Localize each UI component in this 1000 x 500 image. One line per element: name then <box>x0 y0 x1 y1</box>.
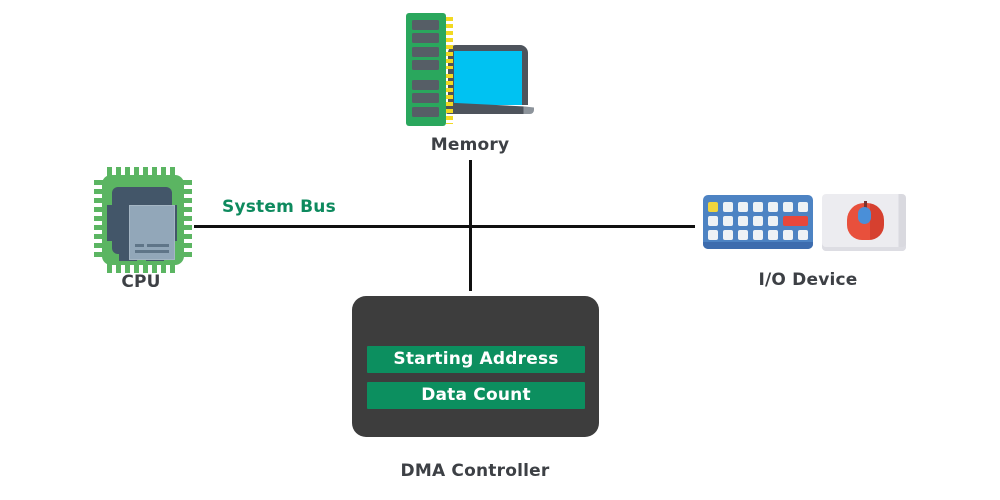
dma-register-starting-address: Starting Address <box>367 346 585 373</box>
keyboard-key <box>783 230 793 240</box>
system-bus-horizontal-line <box>194 225 695 228</box>
keyboard-key <box>768 202 778 212</box>
system-bus-label: System Bus <box>222 197 336 217</box>
ram-chip <box>412 107 439 117</box>
cpu-die <box>112 187 175 260</box>
keyboard-key <box>753 202 763 212</box>
keyboard-key <box>723 202 733 212</box>
keyboard-key <box>768 216 778 226</box>
cpu-label: CPU <box>121 272 161 292</box>
keyboard-key <box>708 202 718 212</box>
ram-chip <box>412 80 439 90</box>
cpu-icon <box>102 175 184 265</box>
ram-chip <box>412 93 439 103</box>
cpu-pins <box>107 264 179 273</box>
keyboard-key <box>738 230 748 240</box>
keyboard-enter-key <box>783 216 808 226</box>
ram-chip <box>412 60 439 70</box>
keyboard-key <box>738 202 748 212</box>
mouse-scroll-wheel <box>858 207 871 224</box>
keyboard-key <box>768 230 778 240</box>
laptop-screen <box>454 51 522 105</box>
keyboard-key <box>798 230 808 240</box>
io-device-label: I/O Device <box>758 270 858 290</box>
cpu-screen <box>129 205 175 260</box>
laptop-base <box>446 102 534 114</box>
keyboard-key <box>723 230 733 240</box>
ram-pins <box>446 17 453 69</box>
keyboard-key <box>708 230 718 240</box>
cpu-pins <box>183 180 192 260</box>
keyboard-key <box>753 216 763 226</box>
keyboard-key <box>783 202 793 212</box>
dma-register-data-count: Data Count <box>367 382 585 409</box>
dma-controller-label: DMA Controller <box>400 461 550 481</box>
mouse-cable <box>864 201 867 210</box>
keyboard-key <box>753 230 763 240</box>
ram-pins <box>446 74 453 124</box>
keyboard-key <box>798 202 808 212</box>
keyboard-key <box>723 216 733 226</box>
laptop-icon <box>448 45 528 105</box>
cpu-pins <box>107 167 179 176</box>
ram-chip <box>412 20 439 30</box>
ram-icon <box>406 13 446 126</box>
dma-controller-box: Starting Address Data Count <box>352 296 599 437</box>
ram-chip <box>412 33 439 43</box>
keyboard-key <box>738 216 748 226</box>
memory-label: Memory <box>430 135 510 155</box>
keyboard-key <box>708 216 718 226</box>
memory-dma-vertical-line <box>469 160 472 291</box>
ram-chip <box>412 47 439 57</box>
cpu-pins <box>94 180 103 260</box>
keyboard-icon <box>703 195 813 249</box>
mousepad-icon <box>822 194 906 251</box>
